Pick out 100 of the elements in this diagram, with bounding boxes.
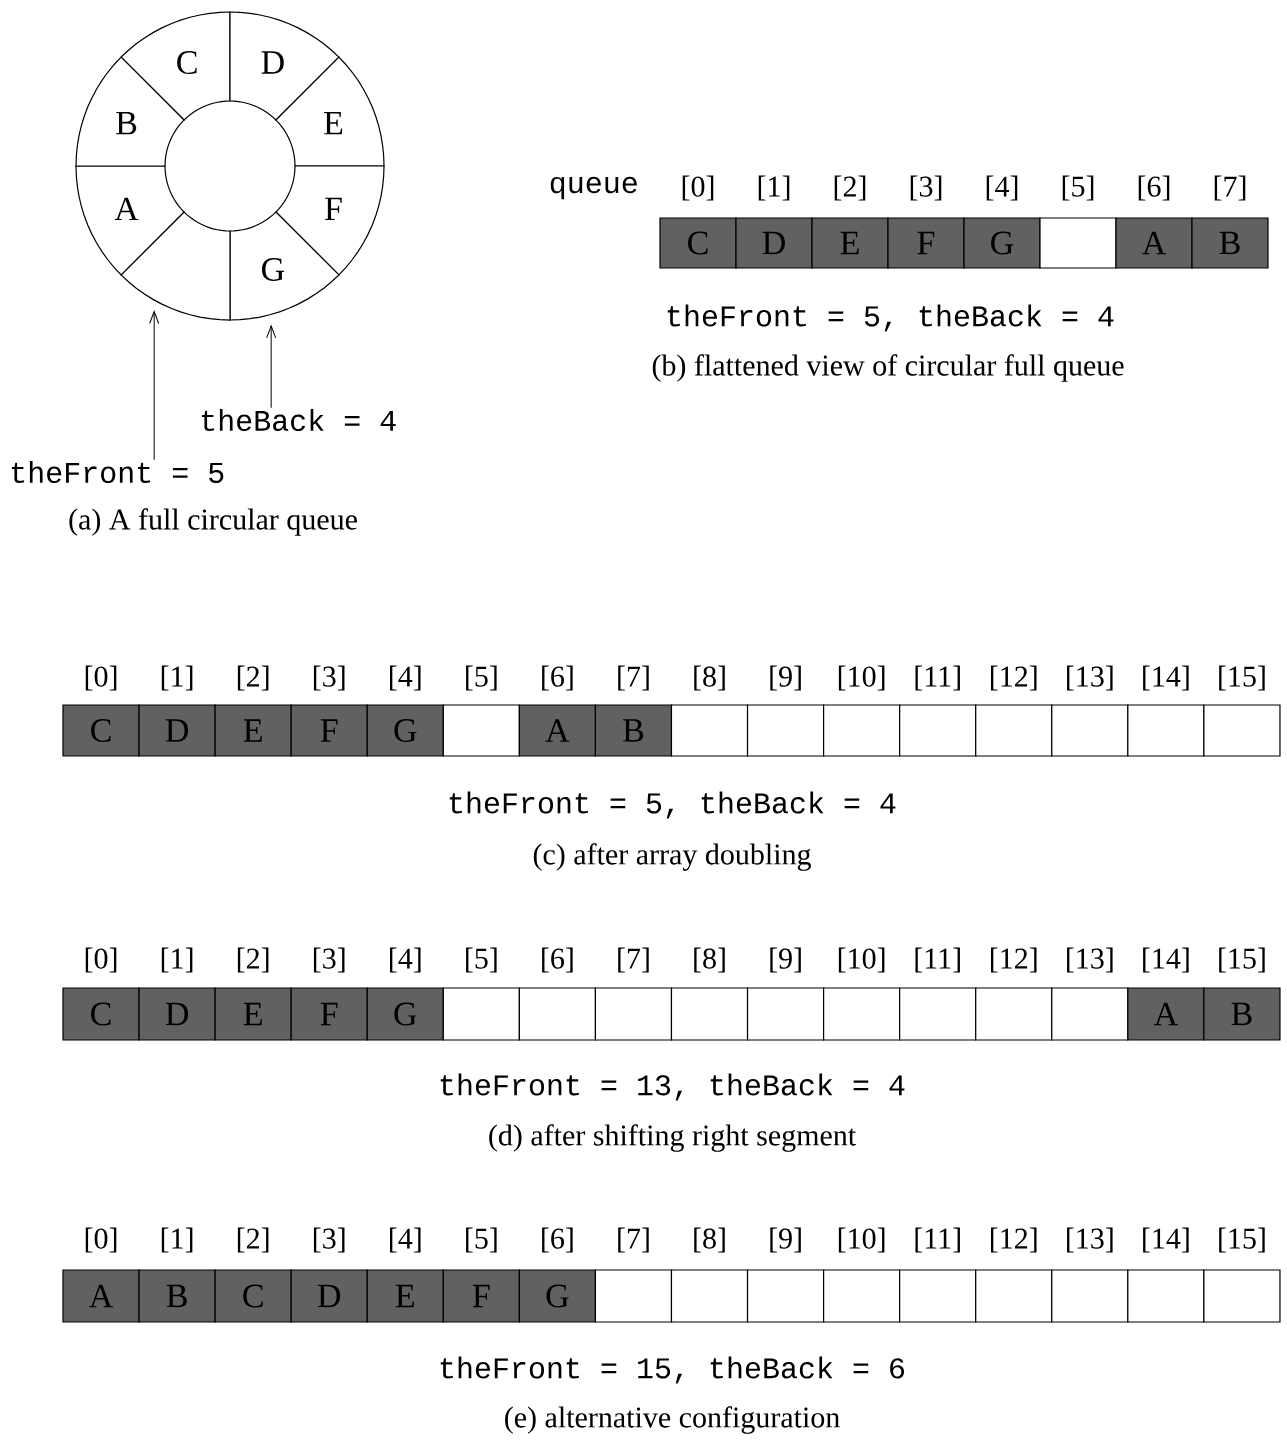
index-label: [7] <box>618 665 649 691</box>
pointer-values: theFront = 13, theBack = 4 <box>440 1073 905 1101</box>
array-cell <box>594 987 673 1041</box>
array-cell: A <box>518 704 596 757</box>
index-label: [1] <box>758 175 790 201</box>
array-cell <box>1051 704 1129 757</box>
pointer-values: theFront = 5, theBack = 4 <box>449 791 896 819</box>
array-cell: C <box>62 987 140 1041</box>
array-cell <box>899 704 977 757</box>
index-label: [9] <box>770 1227 801 1253</box>
index-label: [0] <box>85 665 117 691</box>
arrow <box>149 310 160 461</box>
index-label: [9] <box>770 947 801 973</box>
index-label: [11] <box>915 1227 960 1253</box>
index-label: [10] <box>838 947 885 973</box>
index-label: [4] <box>390 947 421 973</box>
array-cell <box>670 987 749 1041</box>
array-cell: F <box>442 1269 520 1323</box>
index-label: [6] <box>1138 175 1170 201</box>
pointer-values: theFront = 5, theBack = 4 <box>667 304 1114 332</box>
index-label: [3] <box>313 1227 345 1253</box>
ring-segment: A <box>75 165 185 276</box>
array-cell <box>518 987 596 1041</box>
index-label: [3] <box>910 175 942 201</box>
array-cell <box>823 704 901 757</box>
array-cell <box>1127 704 1205 757</box>
array-cell <box>1039 217 1117 269</box>
array-cell: G <box>366 987 444 1041</box>
index-label: [6] <box>542 665 573 691</box>
index-label: [6] <box>542 1227 573 1253</box>
index-label: [10] <box>838 665 885 691</box>
array-cell <box>823 987 901 1041</box>
caption: (c) after array doubling <box>533 843 811 871</box>
array-cell: E <box>214 704 292 757</box>
index-label: [7] <box>618 947 649 973</box>
pointer-label: theFront = 5 <box>12 461 224 484</box>
index-label: [10] <box>838 1227 885 1253</box>
index-label: [0] <box>85 1227 117 1253</box>
array-cell <box>899 1269 977 1323</box>
array-cell: A <box>62 1269 140 1323</box>
array-cell: A <box>1127 987 1205 1041</box>
index-label: [8] <box>694 1227 725 1253</box>
caption: (a) A full circular queue <box>69 508 357 536</box>
array-cell <box>823 1269 901 1323</box>
array-cell: B <box>594 704 673 757</box>
index-label: [13] <box>1067 665 1113 691</box>
array-cell: G <box>963 217 1041 269</box>
index-label: [3] <box>313 947 345 973</box>
index-label: [12] <box>991 665 1037 691</box>
array-cell <box>975 704 1053 757</box>
index-label: [2] <box>237 665 269 691</box>
array-cell <box>975 987 1053 1041</box>
array-cell: F <box>290 704 368 757</box>
index-label: [1] <box>161 1227 193 1253</box>
index-label: [0] <box>682 175 714 201</box>
index-label: [9] <box>770 665 801 691</box>
pointer-values: theFront = 15, theBack = 6 <box>440 1356 904 1384</box>
array-cell: B <box>1203 987 1281 1041</box>
index-label: [12] <box>991 1227 1037 1253</box>
array-cell: F <box>887 217 965 269</box>
pointer-label: theBack = 4 <box>202 409 396 432</box>
array-cell: B <box>138 1269 216 1323</box>
index-label: [4] <box>390 1227 421 1253</box>
index-label: [0] <box>85 947 117 973</box>
array-cell: D <box>735 217 813 269</box>
array-cell: D <box>290 1269 368 1323</box>
index-label: [13] <box>1067 947 1113 973</box>
array-cell: E <box>366 1269 444 1323</box>
index-label: [2] <box>237 947 269 973</box>
index-label: [8] <box>694 665 725 691</box>
index-label: [3] <box>313 665 345 691</box>
index-label: [6] <box>542 947 573 973</box>
index-label: [11] <box>915 665 960 691</box>
array-cell <box>670 704 749 757</box>
array-cell: D <box>138 704 216 757</box>
array-cell <box>1203 704 1281 757</box>
code-label: queue <box>550 176 637 200</box>
array-cell: G <box>518 1269 596 1323</box>
index-label: [2] <box>237 1227 269 1253</box>
caption: (e) alternative configuration <box>505 1406 840 1434</box>
index-label: [1] <box>161 947 193 973</box>
caption: (b) flattened view of circular full queue <box>652 354 1124 382</box>
array-cell <box>746 1269 825 1323</box>
index-label: [1] <box>161 665 193 691</box>
array-cell: D <box>138 987 216 1041</box>
index-label: [5] <box>1062 175 1094 201</box>
index-label: [2] <box>834 175 866 201</box>
index-label: [15] <box>1219 1227 1265 1253</box>
array-cell: F <box>290 987 368 1041</box>
array-cell: G <box>366 704 444 757</box>
array-cell <box>1051 987 1129 1041</box>
index-label: [8] <box>694 947 725 973</box>
index-label: [14] <box>1143 665 1189 691</box>
array-cell <box>975 1269 1053 1323</box>
index-label: [4] <box>986 175 1018 201</box>
array-cell: E <box>214 987 292 1041</box>
array-cell: E <box>811 217 889 269</box>
index-label: [5] <box>466 947 497 973</box>
index-label: [13] <box>1067 1227 1113 1253</box>
array-cell: C <box>214 1269 292 1323</box>
